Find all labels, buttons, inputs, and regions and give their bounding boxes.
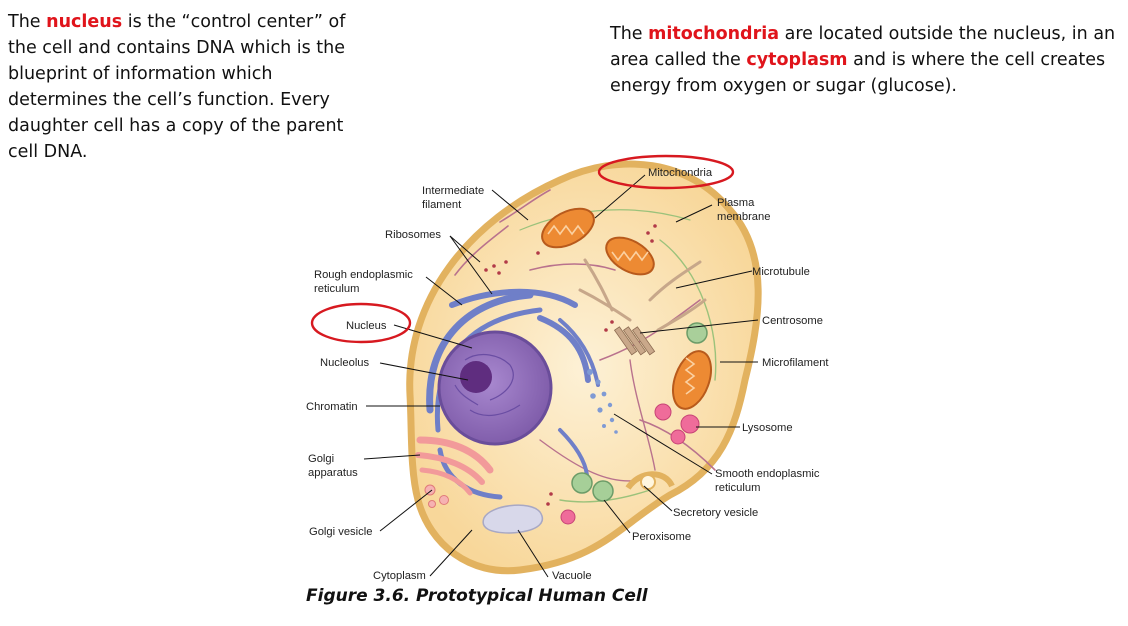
label-centrosome: Centrosome [762, 315, 823, 327]
label-intermediate-filament-line2: filament [422, 199, 462, 211]
label-mitochondria: Mitochondria [648, 167, 713, 179]
keyword-cytoplasm: cytoplasm [746, 50, 848, 70]
label-smooth-er-line1: Smooth endoplasmic [715, 468, 820, 480]
keyword-mitochondria: mitochondria [648, 24, 780, 44]
lysosomes [560, 403, 700, 525]
label-golgi-apparatus-line1: Golgi [308, 453, 334, 465]
label-ribosomes: Ribosomes [385, 229, 441, 241]
label-nucleus: Nucleus [346, 320, 387, 332]
label-lysosome: Lysosome [742, 422, 793, 434]
label-peroxisome: Peroxisome [632, 531, 691, 543]
label-vacuole: Vacuole [552, 570, 592, 582]
centrosome-shape [613, 326, 656, 356]
label-golgi-vesicle: Golgi vesicle [309, 526, 372, 538]
label-golgi-apparatus-line2: apparatus [308, 467, 358, 479]
label-plasma-membrane-line1: Plasma [717, 197, 755, 209]
vacuole-shape [482, 504, 543, 534]
text-segment: are located outside the nucleus, in an a… [610, 24, 1116, 70]
diagram-labels: Mitochondria Intermediate filament Plasm… [306, 167, 829, 582]
nucleus-description: The nucleus is the “control center” of t… [8, 9, 348, 165]
filaments [454, 189, 717, 503]
label-cytoplasm: Cytoplasm [373, 570, 426, 582]
nucleolus-shape [460, 361, 492, 393]
label-intermediate-filament-line1: Intermediate [422, 185, 484, 197]
label-nucleolus: Nucleolus [320, 357, 370, 369]
golgi-shape [415, 436, 494, 496]
smooth-er [587, 369, 618, 434]
label-plasma-membrane-line2: membrane [717, 211, 770, 223]
label-chromatin: Chromatin [306, 401, 358, 413]
mitochondria-highlight-ring [597, 154, 735, 190]
keyword-nucleus: nucleus [46, 12, 123, 32]
label-microtubule: Microtubule [752, 266, 810, 278]
leader-lines [363, 174, 759, 578]
label-rough-er-line1: Rough endoplasmic [314, 269, 413, 281]
nucleus-highlight-ring [310, 302, 412, 344]
mitochondria-description: The mitochondria are located outside the… [610, 21, 1120, 99]
ribosome-dots [484, 224, 657, 506]
nucleus [437, 330, 553, 446]
golgi-vesicles [424, 484, 449, 508]
text-segment: is the “control center” of the cell and … [8, 12, 346, 162]
text-segment: and is where the cell creates energy fro… [610, 50, 1106, 96]
mitochondria-cristae [547, 224, 696, 395]
figure-caption: Figure 3.6. Prototypical Human Cell [306, 586, 648, 606]
text-segment: The [8, 12, 47, 32]
vesicle-bubble [640, 474, 656, 490]
text-segment: The [610, 24, 649, 44]
secretory-vesicle-shape [625, 471, 675, 490]
label-rough-er-line2: reticulum [314, 283, 359, 295]
label-smooth-er-line2: reticulum [715, 482, 760, 494]
peroxisomes [571, 472, 614, 502]
label-secretory-vesicle: Secretory vesicle [673, 507, 758, 519]
peroxisome-small [686, 322, 708, 344]
label-microfilament: Microfilament [762, 357, 829, 369]
